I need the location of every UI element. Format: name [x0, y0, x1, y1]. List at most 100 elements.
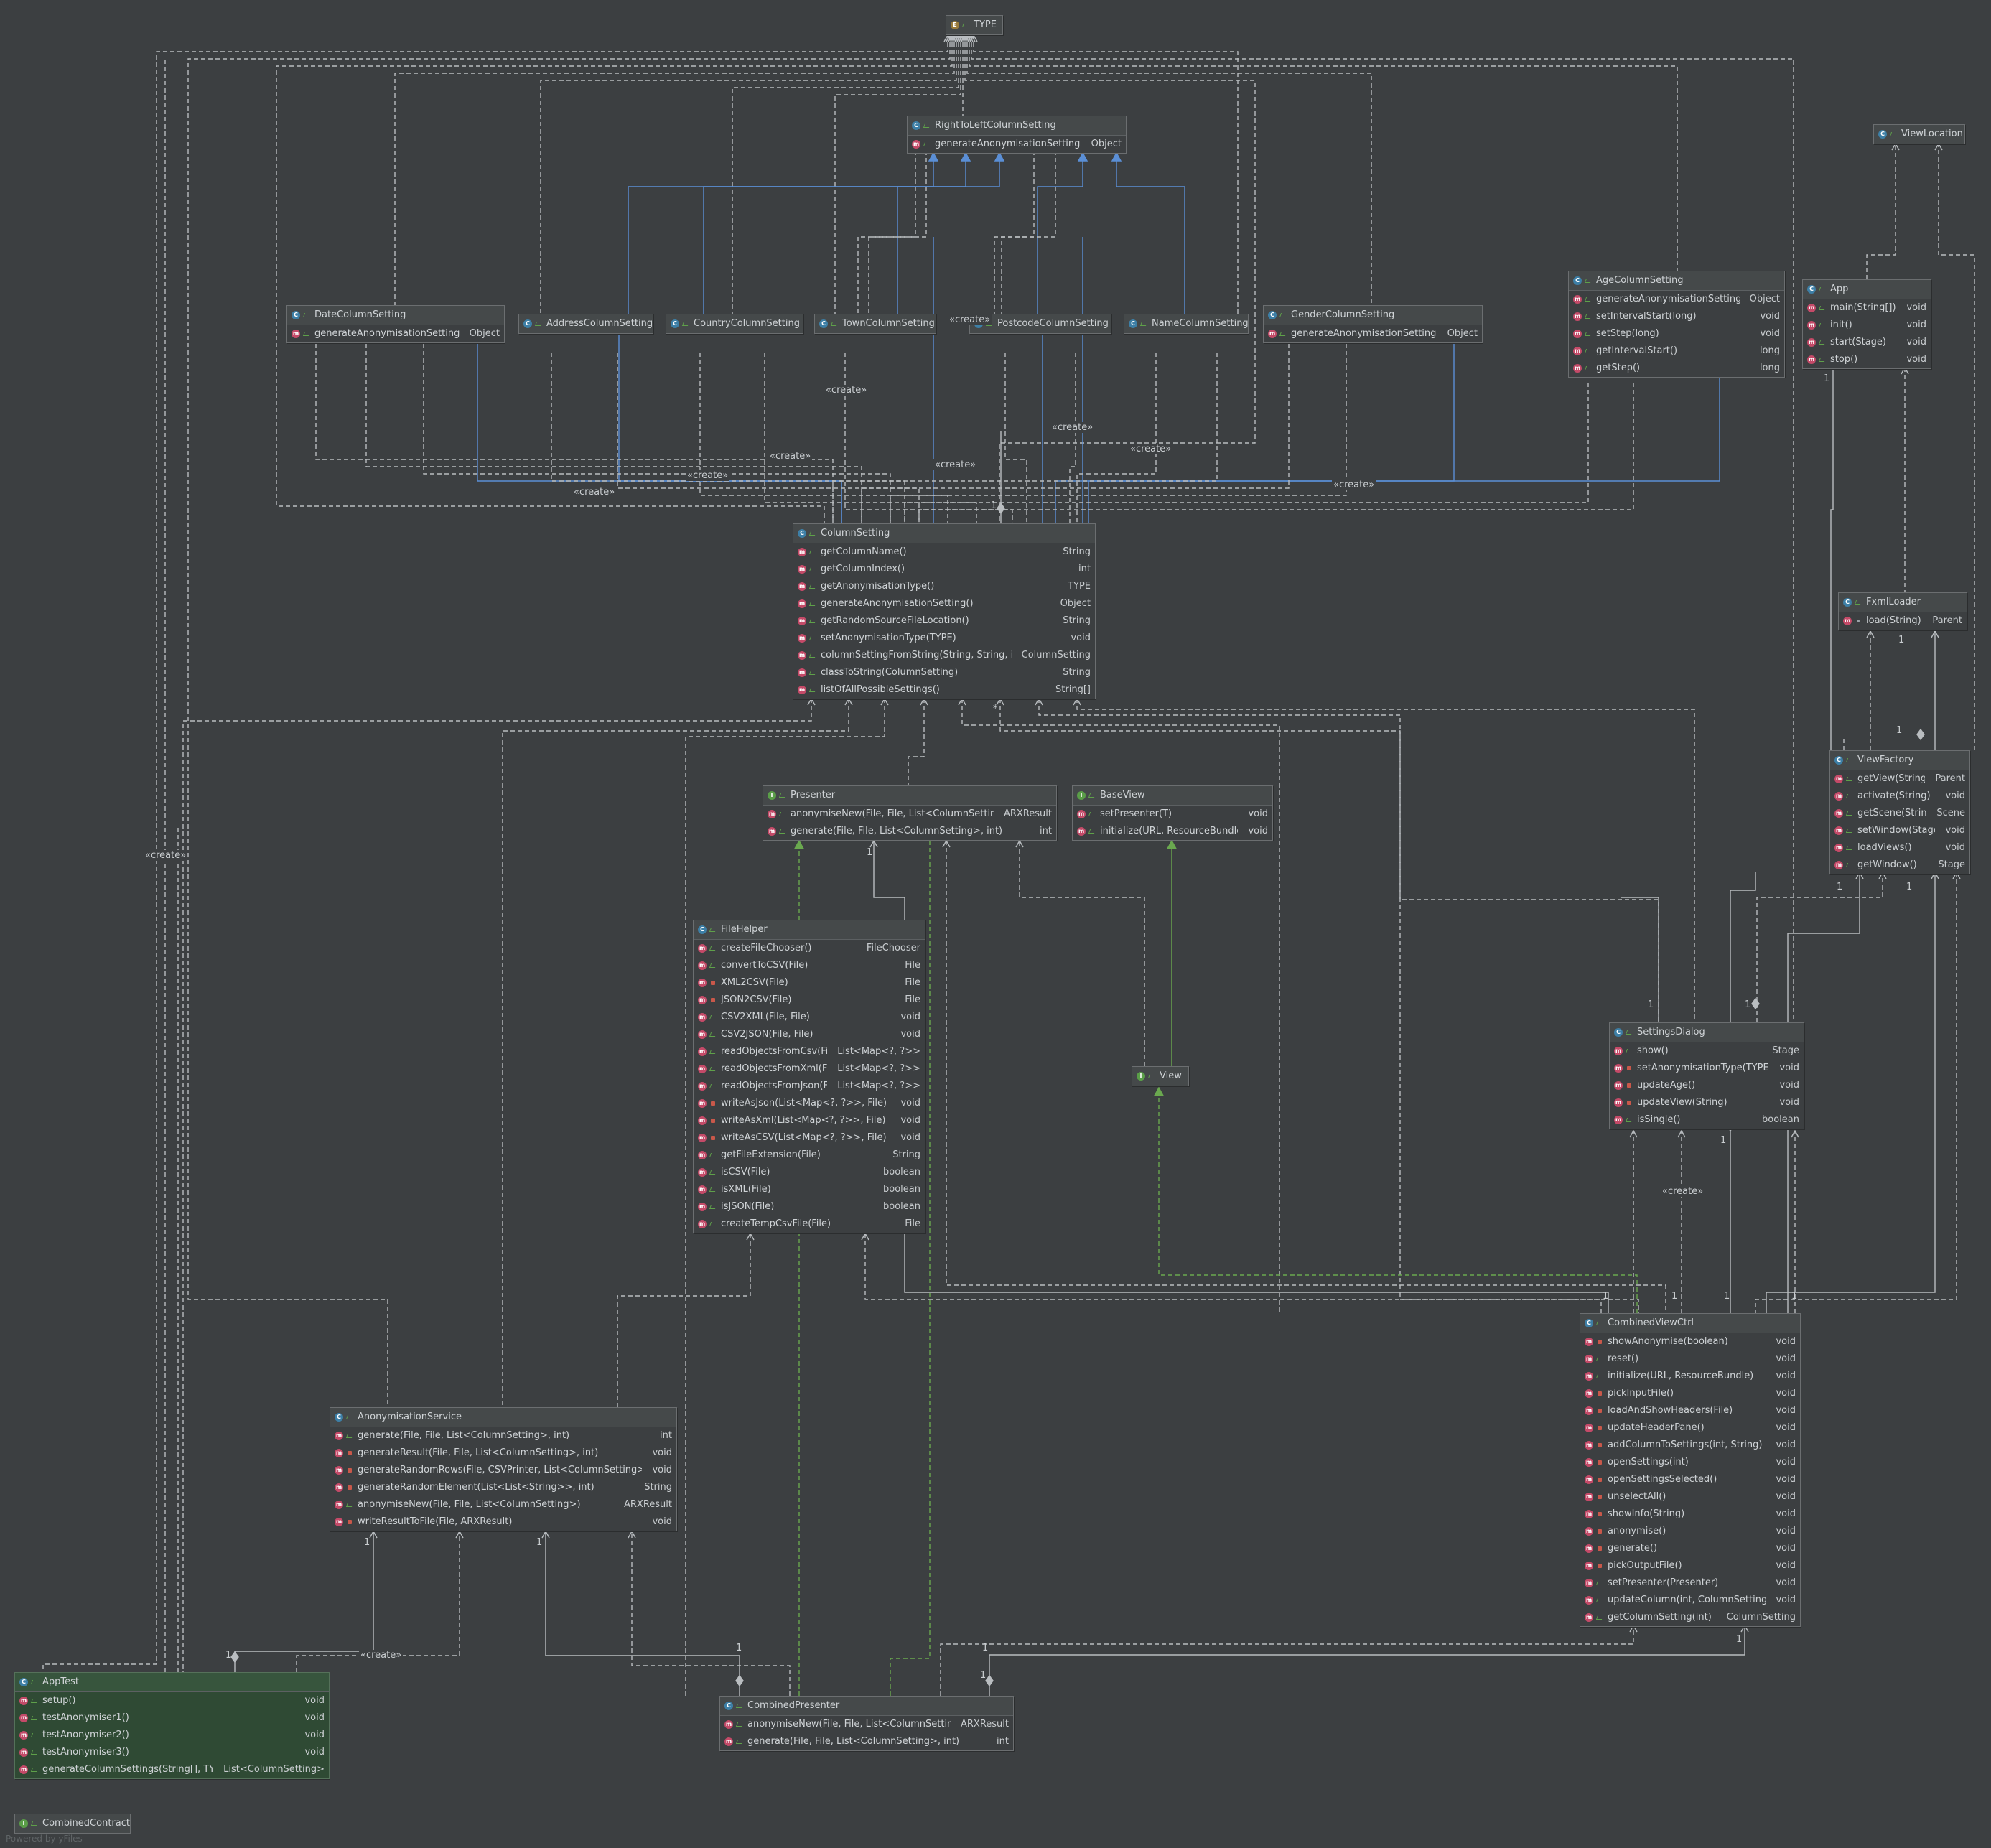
method-row[interactable]: mreadObjectsFromCsv(File)List<Map<?, ?>>	[694, 1043, 925, 1060]
method-row[interactable]: mtestAnonymiser2()void	[15, 1727, 329, 1744]
method-row[interactable]: misSingle()boolean	[1610, 1111, 1804, 1129]
class-node-view-location[interactable]: CViewLocation	[1873, 124, 1965, 144]
method-row[interactable]: mgetWindow()Stage	[1830, 857, 1969, 874]
class-node-combined-contract[interactable]: ICombinedContract	[14, 1814, 131, 1834]
class-node-combined-view-ctrl[interactable]: CCombinedViewCtrlmshowAnonymise(boolean)…	[1580, 1313, 1801, 1627]
method-row[interactable]: msetWindow(Stage)void	[1830, 822, 1969, 839]
method-row[interactable]: mactivate(String)void	[1830, 788, 1969, 805]
method-row[interactable]: mopenSettingsSelected()void	[1580, 1471, 1800, 1488]
method-row[interactable]: minitialize(URL, ResourceBundle)void	[1073, 823, 1272, 840]
method-row[interactable]: msetStep(long)void	[1569, 325, 1784, 342]
method-row[interactable]: mcreateTempCsvFile(File)File	[694, 1215, 925, 1233]
method-row[interactable]: mopenSettings(int)void	[1580, 1454, 1800, 1471]
method-row[interactable]: mgenerate(File, File, List<ColumnSetting…	[763, 823, 1056, 840]
method-row[interactable]: mgetColumnName()String	[793, 543, 1095, 561]
method-row[interactable]: mgetScene(String)Scene	[1830, 805, 1969, 822]
method-row[interactable]: manonymiseNew(File, File, List<ColumnSet…	[720, 1716, 1013, 1733]
method-row[interactable]: mwriteAsXml(List<Map<?, ?>>, File)void	[694, 1112, 925, 1129]
method-row[interactable]: mgenerateAnonymisationSetting()Object	[1264, 325, 1482, 342]
method-row[interactable]: mreset()void	[1580, 1350, 1800, 1368]
method-row[interactable]: mJSON2CSV(File)File	[694, 991, 925, 1009]
method-row[interactable]: mgenerateAnonymisationSetting()Object	[1569, 291, 1784, 308]
method-row[interactable]: mupdateHeaderPane()void	[1580, 1419, 1800, 1437]
method-row[interactable]: mgenerateAnonymisationSetting()Object	[793, 595, 1095, 612]
method-row[interactable]: mCSV2JSON(File, File)void	[694, 1026, 925, 1043]
method-row[interactable]: mreadObjectsFromJson(File)List<Map<?, ?>…	[694, 1078, 925, 1095]
class-node-view-factory[interactable]: CViewFactorymgetView(String)Parentmactiv…	[1829, 750, 1970, 874]
method-row[interactable]: mcreateFileChooser()FileChooser	[694, 940, 925, 957]
class-node-combined-presenter[interactable]: CCombinedPresentermanonymiseNew(File, Fi…	[719, 1696, 1014, 1751]
method-row[interactable]: mloadViews()void	[1830, 839, 1969, 857]
method-row[interactable]: mupdateColumn(int, ColumnSetting)void	[1580, 1592, 1800, 1609]
method-row[interactable]: mgenerateAnonymisationSetting()Object	[287, 325, 504, 342]
class-node-anonymisation-service[interactable]: CAnonymisationServicemgenerate(File, Fil…	[330, 1407, 677, 1531]
method-row[interactable]: msetIntervalStart(long)void	[1569, 308, 1784, 325]
method-row[interactable]: mload(String)Parent	[1839, 612, 1967, 630]
method-row[interactable]: mmain(String[])void	[1803, 299, 1931, 317]
class-node-file-helper[interactable]: CFileHelpermcreateFileChooser()FileChoos…	[693, 920, 925, 1233]
method-row[interactable]: msetAnonymisationType(TYPE)void	[1610, 1060, 1804, 1077]
method-row[interactable]: mwriteResultToFile(File, ARXResult)void	[330, 1513, 676, 1531]
method-row[interactable]: mgetColumnSetting(int)ColumnSetting	[1580, 1609, 1800, 1626]
method-row[interactable]: mgenerate(File, File, List<ColumnSetting…	[720, 1733, 1013, 1750]
method-row[interactable]: mstop()void	[1803, 351, 1931, 368]
method-row[interactable]: mgetView(String)Parent	[1830, 770, 1969, 788]
method-row[interactable]: msetAnonymisationType(TYPE)void	[793, 630, 1095, 647]
method-row[interactable]: maddColumnToSettings(int, String)void	[1580, 1437, 1800, 1454]
method-row[interactable]: minitialize(URL, ResourceBundle)void	[1580, 1368, 1800, 1385]
method-row[interactable]: mshowInfo(String)void	[1580, 1506, 1800, 1523]
method-row[interactable]: mcolumnSettingFromString(String, String,…	[793, 647, 1095, 664]
method-row[interactable]: manonymise()void	[1580, 1523, 1800, 1540]
method-row[interactable]: mwriteAsCSV(List<Map<?, ?>>, File)void	[694, 1129, 925, 1147]
class-node-base-view[interactable]: IBaseViewmsetPresenter(T)voidminitialize…	[1072, 785, 1273, 841]
method-row[interactable]: mgenerate()void	[1580, 1540, 1800, 1557]
method-row[interactable]: mwriteAsJson(List<Map<?, ?>>, File)void	[694, 1095, 925, 1112]
method-row[interactable]: mgetRandomSourceFileLocation()String	[793, 612, 1095, 630]
method-row[interactable]: mgenerate(File, File, List<ColumnSetting…	[330, 1427, 676, 1445]
method-row[interactable]: mstart(Stage)void	[1803, 334, 1931, 351]
class-node-type[interactable]: ETYPE	[946, 15, 1003, 35]
method-row[interactable]: msetPresenter(T)void	[1073, 806, 1272, 823]
method-row[interactable]: mgetStep()long	[1569, 360, 1784, 377]
class-node-country-column-setting[interactable]: CCountryColumnSetting	[666, 314, 803, 334]
method-row[interactable]: munselectAll()void	[1580, 1488, 1800, 1506]
method-row[interactable]: mgenerateResult(File, File, List<ColumnS…	[330, 1445, 676, 1462]
method-row[interactable]: mgenerateAnonymisationSetting()Object	[908, 136, 1126, 153]
method-row[interactable]: mCSV2XML(File, File)void	[694, 1009, 925, 1026]
class-node-presenter[interactable]: IPresentermanonymiseNew(File, File, List…	[763, 785, 1057, 841]
class-node-app-test[interactable]: CAppTestmsetup()voidmtestAnonymiser1()vo…	[14, 1672, 330, 1779]
method-row[interactable]: mgenerateRandomElement(List<List<String>…	[330, 1479, 676, 1496]
class-node-right-to-left-column-setting[interactable]: CRightToLeftColumnSettingmgenerateAnonym…	[907, 116, 1127, 154]
class-node-settings-dialog[interactable]: CSettingsDialogmshow()StagemsetAnonymisa…	[1609, 1022, 1804, 1129]
method-row[interactable]: mreadObjectsFromXml(File)List<Map<?, ?>>	[694, 1060, 925, 1078]
method-row[interactable]: mloadAndShowHeaders(File)void	[1580, 1402, 1800, 1419]
class-node-address-column-setting[interactable]: CAddressColumnSetting	[518, 314, 653, 334]
class-node-view[interactable]: IView	[1132, 1066, 1189, 1086]
method-row[interactable]: mpickInputFile()void	[1580, 1385, 1800, 1402]
method-row[interactable]: minit()void	[1803, 317, 1931, 334]
method-row[interactable]: misXML(File)boolean	[694, 1181, 925, 1198]
class-node-fxml-loader[interactable]: CFxmlLoadermload(String)Parent	[1838, 592, 1967, 630]
method-row[interactable]: mgetFileExtension(File)String	[694, 1147, 925, 1164]
method-row[interactable]: manonymiseNew(File, File, List<ColumnSet…	[330, 1496, 676, 1513]
method-row[interactable]: mconvertToCSV(File)File	[694, 957, 925, 974]
method-row[interactable]: mgetIntervalStart()long	[1569, 342, 1784, 360]
class-node-date-column-setting[interactable]: CDateColumnSettingmgenerateAnonymisation…	[286, 305, 505, 343]
class-node-app[interactable]: CAppmmain(String[])voidminit()voidmstart…	[1802, 279, 1931, 369]
method-row[interactable]: mshow()Stage	[1610, 1042, 1804, 1060]
method-row[interactable]: misCSV(File)boolean	[694, 1164, 925, 1181]
method-row[interactable]: mupdateAge()void	[1610, 1077, 1804, 1094]
class-node-column-setting[interactable]: CColumnSettingmgetColumnName()Stringmget…	[793, 523, 1096, 699]
method-row[interactable]: mgetColumnIndex()int	[793, 561, 1095, 578]
method-row[interactable]: mshowAnonymise(boolean)void	[1580, 1333, 1800, 1350]
class-node-age-column-setting[interactable]: CAgeColumnSettingmgenerateAnonymisationS…	[1568, 271, 1785, 378]
method-row[interactable]: mtestAnonymiser1()void	[15, 1709, 329, 1727]
method-row[interactable]: mgetAnonymisationType()TYPE	[793, 578, 1095, 595]
method-row[interactable]: msetup()void	[15, 1692, 329, 1709]
class-node-gender-column-setting[interactable]: CGenderColumnSettingmgenerateAnonymisati…	[1263, 305, 1483, 343]
method-row[interactable]: mgenerateRandomRows(File, CSVPrinter, Li…	[330, 1462, 676, 1479]
method-row[interactable]: mpickOutputFile()void	[1580, 1557, 1800, 1574]
method-row[interactable]: manonymiseNew(File, File, List<ColumnSet…	[763, 806, 1056, 823]
method-row[interactable]: mtestAnonymiser3()void	[15, 1744, 329, 1761]
method-row[interactable]: mclassToString(ColumnSetting)String	[793, 664, 1095, 681]
